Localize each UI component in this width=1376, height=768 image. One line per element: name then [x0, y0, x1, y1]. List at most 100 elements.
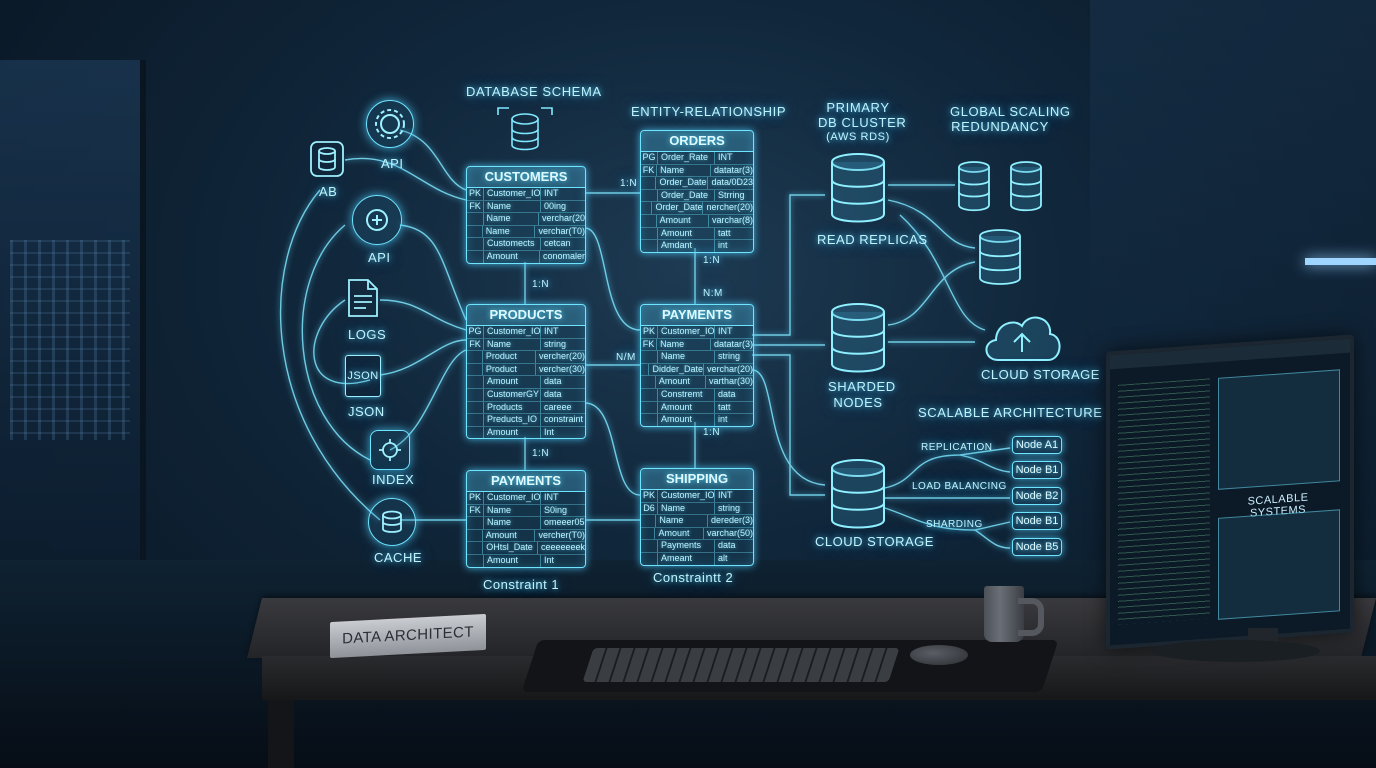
- replica-db-icon: [1010, 161, 1042, 212]
- heading-database-schema: DATABASE SCHEMA: [466, 84, 602, 99]
- source-link: [389, 349, 467, 451]
- column-name-cell: Amount: [656, 376, 706, 388]
- column-type-cell: constraint: [544, 414, 584, 425]
- sharded-nodes-label: SHARDED NODES: [828, 379, 895, 411]
- column-name-cell: Preducts_IO: [484, 414, 541, 426]
- key-cell: [467, 238, 484, 250]
- arch-link: [884, 507, 1011, 531]
- heading-primary-line: PRIMARY: [826, 100, 890, 115]
- column-type-cell: data: [718, 388, 736, 399]
- column-name-cell: Customer_IO: [658, 490, 715, 502]
- column-name-cell: Amount: [484, 554, 541, 567]
- key-cell: [641, 515, 657, 527]
- arch-link: [884, 447, 1011, 489]
- cluster-link: [887, 199, 976, 249]
- heading-primary-line: DB CLUSTER: [818, 115, 907, 130]
- key-cell: [467, 225, 483, 238]
- column-type-cell: INT: [544, 188, 559, 198]
- relation-label: 1:N: [620, 178, 638, 189]
- column-name-cell: Name: [484, 200, 541, 213]
- column-type-cell: tatt: [718, 227, 731, 238]
- relation-label: N:M: [703, 288, 723, 299]
- column-name-cell: Name: [484, 504, 541, 517]
- api-gear-icon: [366, 100, 414, 148]
- read-replicas-label: READ REPLICAS: [817, 232, 928, 247]
- key-cell: [467, 414, 484, 426]
- key-cell: [641, 388, 658, 401]
- key-cell: [641, 376, 656, 388]
- column-name-cell: Name: [657, 164, 711, 177]
- replica-db-icon: [979, 229, 1021, 285]
- node-box: Node B5: [1012, 538, 1062, 556]
- cluster-link: [752, 354, 825, 496]
- key-cell: PG: [467, 326, 484, 338]
- relation-label: N/M: [616, 352, 636, 363]
- column-name-cell: Customer_IO: [658, 326, 715, 338]
- key-cell: D6: [641, 502, 658, 515]
- source-label: LOGS: [348, 327, 387, 342]
- column-name-cell: Amount: [657, 214, 709, 227]
- key-cell: PK: [467, 188, 484, 200]
- key-cell: [641, 414, 658, 426]
- node-box: Node A1: [1012, 436, 1062, 454]
- key-cell: FK: [641, 164, 658, 177]
- relation-label: 1:N: [532, 448, 550, 459]
- monitor-base: [1152, 640, 1320, 662]
- column-type-cell: datatar(3): [713, 164, 753, 175]
- column-type-cell: varchar(50): [706, 527, 753, 538]
- key-cell: FK: [641, 338, 658, 351]
- column-name-cell: Constremt: [658, 388, 715, 401]
- heading-scalable-architecture: SCALABLE ARCHITECTURE: [918, 405, 1103, 420]
- sharded-line: NODES: [833, 395, 883, 410]
- column-name-cell: Amount: [484, 376, 541, 388]
- json-file-text: JSON: [347, 370, 379, 382]
- key-cell: [467, 554, 484, 567]
- key-cell: [641, 351, 658, 363]
- column-type-cell: tatt: [718, 401, 731, 412]
- column-type-cell: ceeeeeeek: [540, 542, 585, 553]
- index-icon: [370, 430, 410, 470]
- column-name-cell: Amount: [658, 401, 715, 414]
- column-type-cell: vercher(T0): [538, 529, 585, 540]
- desk-leg: [268, 700, 294, 768]
- key-cell: FK: [467, 338, 484, 351]
- source-link: [313, 299, 371, 385]
- key-cell: [641, 540, 658, 552]
- table-title: CUSTOMERS: [467, 167, 585, 188]
- key-cell: [467, 250, 484, 263]
- arch-link: [959, 454, 1011, 473]
- coffee-mug-icon: [984, 586, 1024, 642]
- json-file-icon: JSON: [345, 355, 381, 397]
- source-link: [379, 299, 467, 331]
- cloud-storage-label: CLOUD STORAGE: [815, 534, 934, 549]
- document-icon: [348, 279, 378, 317]
- column-name-cell: Amount: [483, 529, 536, 542]
- table-title: ORDERS: [641, 131, 753, 152]
- column-type-cell: varchar(8): [711, 214, 753, 225]
- load-balancing-label: LOAD BALANCING: [912, 481, 1007, 492]
